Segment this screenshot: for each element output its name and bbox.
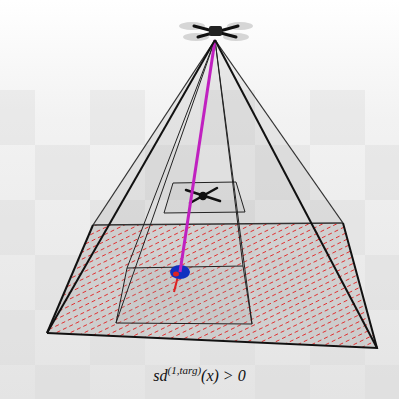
inner-frustum bbox=[116, 40, 252, 324]
caption-formula: sd(1,targ)(x) > 0 bbox=[0, 364, 399, 385]
frustum-edge bbox=[47, 40, 215, 333]
formula-superscript: (1,targ) bbox=[168, 364, 202, 376]
frustum-front-face bbox=[47, 40, 377, 348]
base-edge bbox=[93, 223, 343, 225]
base-edge bbox=[47, 225, 93, 333]
frustum-edge bbox=[215, 40, 377, 348]
base-edge bbox=[47, 223, 377, 348]
sight-line bbox=[180, 40, 215, 272]
base-hatching bbox=[0, 200, 399, 360]
target-center bbox=[173, 272, 179, 277]
formula-argument: (x) > 0 bbox=[201, 367, 246, 384]
target-extension bbox=[174, 272, 179, 292]
formula-symbol: sd bbox=[153, 367, 167, 384]
top-drone bbox=[179, 22, 253, 41]
frustum-base bbox=[47, 223, 377, 348]
